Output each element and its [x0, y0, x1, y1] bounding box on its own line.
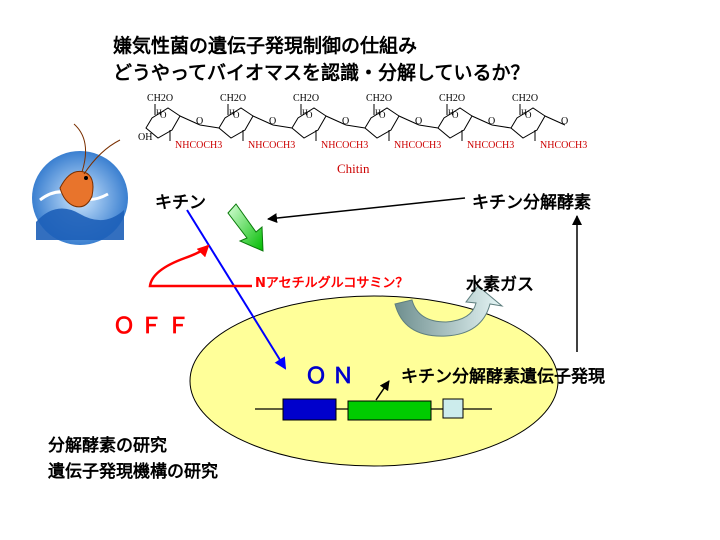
- n-acetylglucosamine-label: Nアセチルグルコサミン？: [255, 276, 409, 291]
- glycosidic-o-5: O: [488, 116, 496, 127]
- expression-arrow: [375, 380, 390, 401]
- nhcoch3-label-4: NHCOCH3: [394, 140, 442, 151]
- h-label-3: H: [302, 108, 308, 117]
- on-label: ＯＮ: [305, 364, 360, 389]
- h-label-1: H: [156, 108, 162, 117]
- h-label-6: H: [521, 108, 527, 117]
- title-line-1: 嫌気性菌の遺伝子発現制御の仕組み: [113, 35, 418, 57]
- nhcoch3-label-6: NHCOCH3: [540, 140, 588, 151]
- nhcoch3-label-5: NHCOCH3: [467, 140, 515, 151]
- ring-o-3: O: [306, 110, 313, 120]
- oh-end-label: OH: [138, 132, 153, 143]
- ch2o-label-5: CH2O: [439, 93, 466, 104]
- shrimp-wave-icon: [32, 123, 128, 245]
- ring-o-2: O: [233, 110, 240, 120]
- ch2o-label-6: CH2O: [512, 93, 539, 104]
- research-enzyme-label: 分解酵素の研究: [48, 436, 167, 456]
- research-expression-label: 遺伝子発現機構の研究: [48, 462, 218, 482]
- h-label-4: H: [375, 108, 381, 117]
- chitinase-label: キチン分解酵素: [472, 193, 591, 213]
- ring-o-5: O: [452, 110, 459, 120]
- enzyme-action-arrow: [267, 197, 466, 224]
- ch2o-label-2: CH2O: [220, 93, 247, 104]
- chitin-caption: Chitin: [337, 161, 370, 176]
- nhcoch3-label-1: NHCOCH3: [175, 140, 223, 151]
- off-repression-arrow: [148, 244, 253, 288]
- bacterial-cell: [189, 295, 559, 467]
- glycosidic-o-6: O: [561, 116, 569, 127]
- title-line-2: どうやってバイオマスを認識・分解しているか？: [113, 62, 530, 84]
- nhcoch3-label-2: NHCOCH3: [248, 140, 296, 151]
- nhcoch3-label-3: NHCOCH3: [321, 140, 369, 151]
- downstream-gene-box: [442, 398, 464, 419]
- hydrogen-gas-label: 水素ガス: [466, 275, 534, 295]
- glycosidic-o-3: O: [342, 116, 350, 127]
- off-label: ＯＦＦ: [113, 314, 195, 339]
- ch2o-label-1: CH2O: [147, 93, 174, 104]
- glycosidic-o-1: O: [196, 116, 204, 127]
- h-label-2: H: [229, 108, 235, 117]
- chitinase-gene-box: [347, 400, 432, 421]
- ring-o-1: O: [160, 110, 167, 120]
- ring-o-4: O: [379, 110, 386, 120]
- hydrogen-conversion-arrow: [394, 285, 504, 337]
- signal-arrow: [186, 209, 287, 370]
- chitin-structure-graphic: [145, 104, 566, 141]
- gene-expression-label: キチン分解酵素遺伝子発現: [401, 367, 605, 387]
- glycosidic-o-2: O: [269, 116, 277, 127]
- h-label-5: H: [448, 108, 454, 117]
- ring-o-6: O: [525, 110, 532, 120]
- ch2o-label-4: CH2O: [366, 93, 393, 104]
- chitin-label: キチン: [155, 193, 206, 213]
- degradation-arrow: [227, 203, 264, 252]
- ch2o-label-3: CH2O: [293, 93, 320, 104]
- glycosidic-o-4: O: [415, 116, 423, 127]
- regulator-gene-box: [282, 398, 337, 421]
